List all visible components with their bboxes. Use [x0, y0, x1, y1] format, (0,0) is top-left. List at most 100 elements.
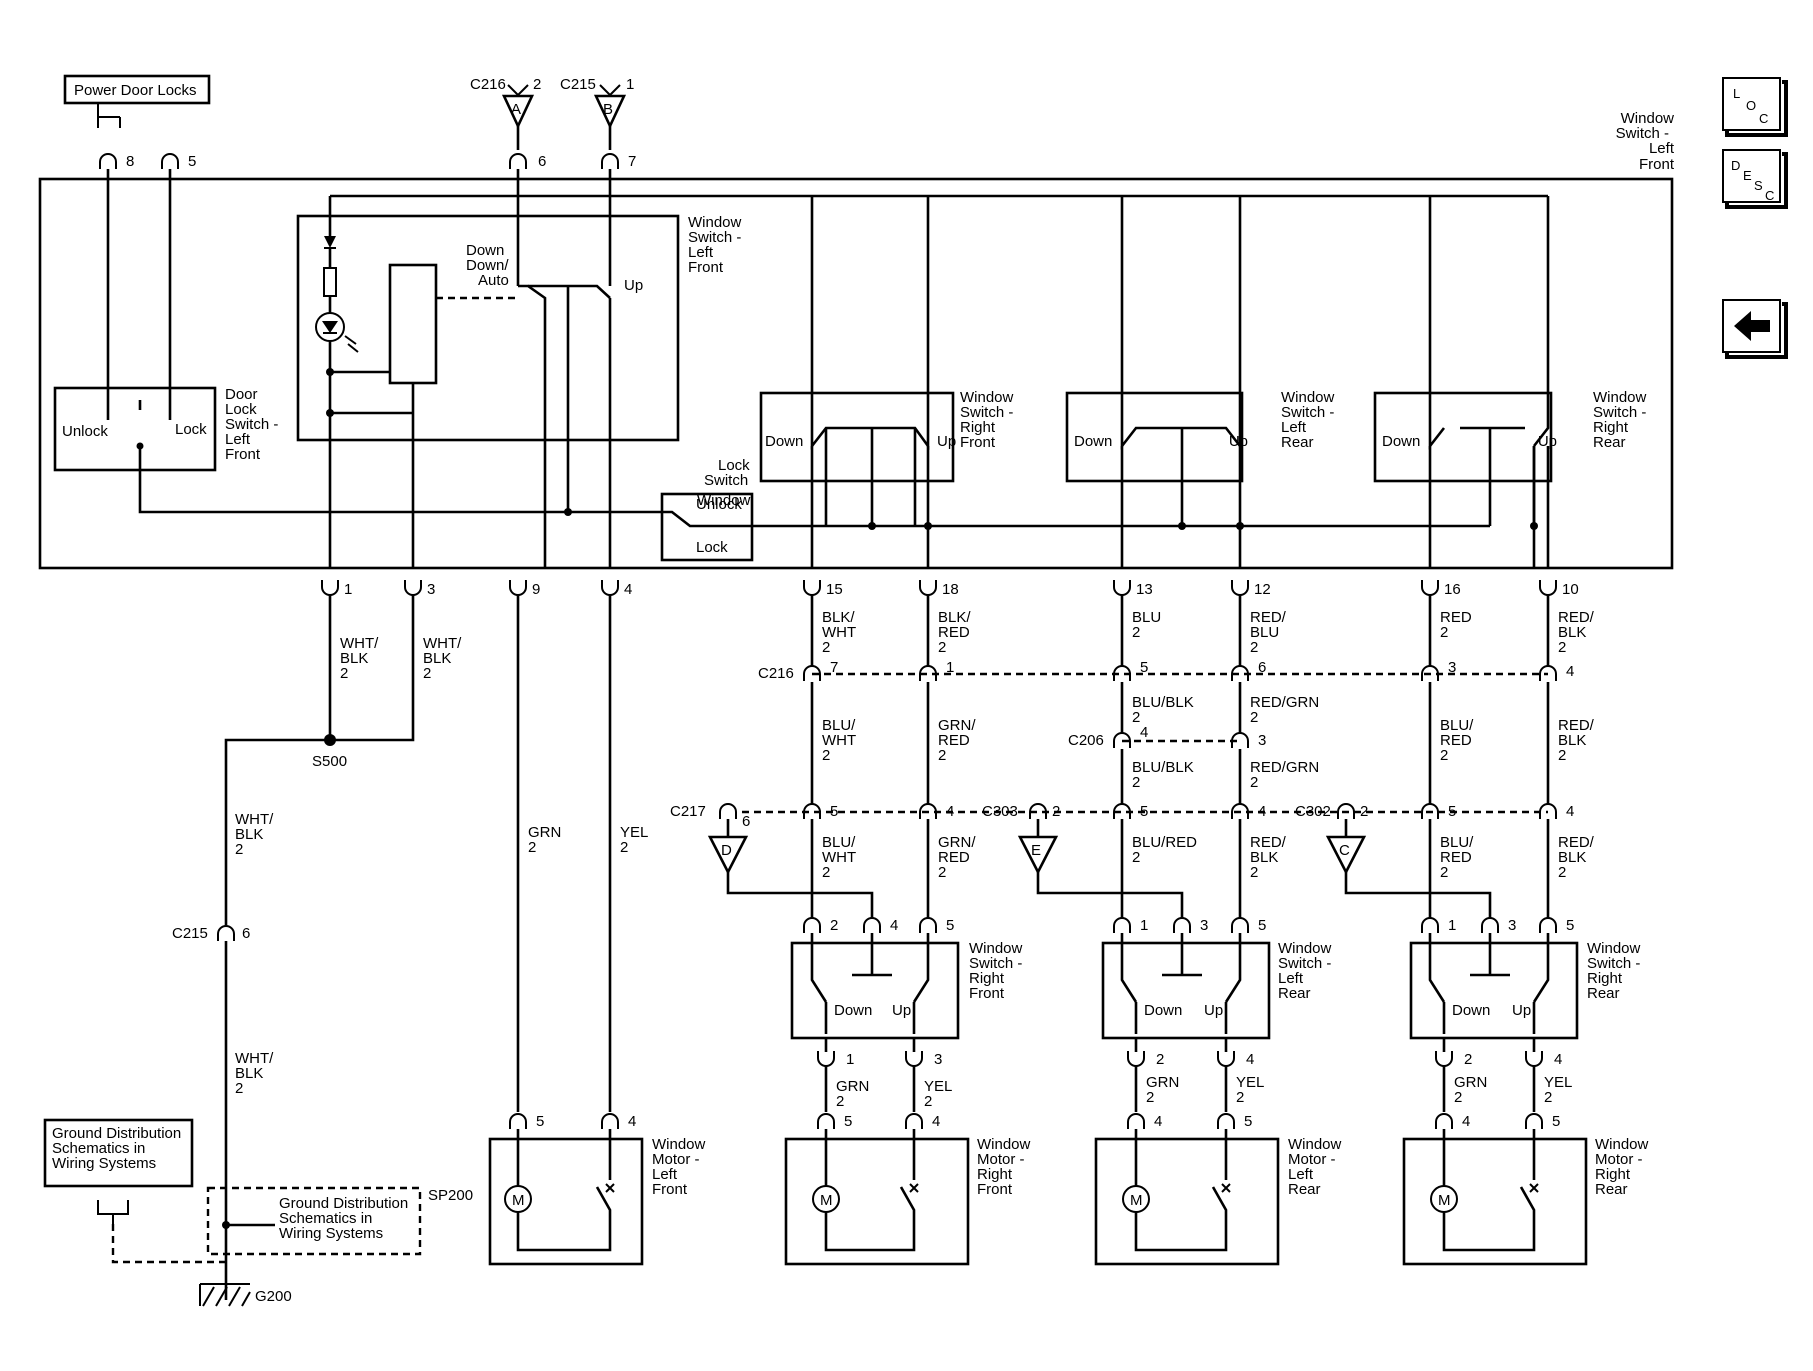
schematic-label: 3	[1448, 659, 1456, 676]
schematic-label: 5	[536, 1113, 544, 1130]
loc-button[interactable]: L O C	[1722, 77, 1788, 137]
schematic-label: M	[1130, 1192, 1143, 1209]
ref-bracket	[97, 103, 121, 128]
schematic-label: BLU/	[1440, 834, 1474, 851]
schematic-label: 4	[1246, 1051, 1254, 1068]
schematic-label: 2	[822, 639, 830, 656]
schematic-label: 2	[1132, 774, 1140, 791]
schematic-label: WHT/	[340, 635, 379, 652]
schematic-label: 4	[890, 917, 898, 934]
schematic-label: Switch -	[1281, 404, 1334, 421]
schematic-label: Left	[688, 244, 714, 261]
schematic-label: 5	[1244, 1113, 1252, 1130]
schematic-label: Front	[652, 1181, 688, 1198]
express-module	[388, 263, 438, 385]
schematic-label: WHT/	[423, 635, 462, 652]
back-arrow-icon	[1734, 311, 1770, 341]
schematic-label: 4	[1566, 663, 1574, 680]
schematic-label: Left	[1281, 419, 1307, 436]
schematic-label: C302	[1295, 803, 1331, 820]
schematic-label: 1	[846, 1051, 854, 1068]
schematic-label: BLK	[235, 1065, 263, 1082]
schematic-label: Motor -	[977, 1151, 1025, 1168]
schematic-label: Switch -	[969, 955, 1022, 972]
schematic-label: 3	[934, 1051, 942, 1068]
schematic-label: Front	[225, 446, 261, 463]
schematic-label: 2	[1454, 1089, 1462, 1106]
schematic-label: 2	[1558, 639, 1566, 656]
schematic-label: Right	[960, 419, 996, 436]
schematic-label: Door	[225, 386, 258, 403]
schematic-label: 2	[938, 864, 946, 881]
schematic-label: 5	[1140, 659, 1148, 676]
connector-c	[1325, 819, 1367, 875]
schematic-label: BLU/BLK	[1132, 694, 1194, 711]
schematic-label: E	[1031, 842, 1041, 859]
schematic-label: 2	[822, 747, 830, 764]
door-lock-switch-lf	[53, 386, 217, 472]
schematic-label: C	[1765, 188, 1774, 203]
schematic-label: 1	[1448, 917, 1456, 934]
schematic-label: Window	[977, 1136, 1031, 1153]
schematic-label: 3	[427, 581, 435, 598]
schematic-label: 1	[626, 76, 634, 93]
schematic-label: M	[820, 1192, 833, 1209]
schematic-label: Switch	[704, 472, 748, 489]
schematic-label: Up	[1512, 1002, 1531, 1019]
schematic-label: 4	[1258, 803, 1266, 820]
schematic-label: Down	[765, 433, 803, 450]
diode-icon	[324, 236, 336, 248]
window-switch-rr	[1409, 941, 1579, 1040]
schematic-label: WHT/	[235, 1050, 274, 1067]
connector-d	[707, 819, 749, 875]
schematic-label: 6	[1258, 659, 1266, 676]
schematic-label: Left	[652, 1166, 678, 1183]
schematic-label: 5	[946, 917, 954, 934]
back-arrow-button[interactable]	[1722, 299, 1788, 359]
schematic-label: Down	[1452, 1002, 1490, 1019]
schematic-label: 2	[822, 864, 830, 881]
schematic-label: Left	[225, 431, 251, 448]
schematic-label: RED/	[1250, 834, 1287, 851]
schematic-label: RED/GRN	[1250, 759, 1319, 776]
schematic-label: Front	[688, 259, 724, 276]
schematic-label: Window	[1621, 110, 1675, 127]
schematic-label: Unlock	[62, 423, 108, 440]
schematic-label: YEL	[1544, 1074, 1572, 1091]
schematic-label: 3	[1258, 732, 1266, 749]
schematic-label: 4	[624, 581, 632, 598]
schematic-label: Down	[1144, 1002, 1182, 1019]
schematic-label: Motor -	[652, 1151, 700, 1168]
schematic-label: 4	[1140, 724, 1148, 741]
schematic-label: Ground Distribution	[52, 1125, 181, 1142]
schematic-label: 7	[628, 153, 636, 170]
schematic-label: BLK	[235, 826, 263, 843]
power-door-locks-ref[interactable]: Power Door Locks	[63, 74, 211, 105]
schematic-label: Window	[652, 1136, 706, 1153]
led-icon	[315, 312, 345, 342]
schematic-label: 6	[538, 153, 546, 170]
schematic-label: 4	[932, 1113, 940, 1130]
schematic-label: BLU	[1132, 609, 1161, 626]
schematic-label: BLK	[340, 650, 368, 667]
desc-button[interactable]: D E S C	[1722, 149, 1788, 209]
schematic-label: WHT	[822, 732, 856, 749]
schematic-label: 13	[1136, 581, 1153, 598]
schematic-label: Switch -	[1593, 404, 1646, 421]
schematic-label: 5	[1448, 803, 1456, 820]
schematic-label: Right	[977, 1166, 1013, 1183]
schematic-label: 3	[1200, 917, 1208, 934]
schematic-label: Switch -	[688, 229, 741, 246]
schematic-label: Rear	[1281, 434, 1314, 451]
schematic-label: D	[1731, 158, 1740, 173]
schematic-label: 2	[1156, 1051, 1164, 1068]
schematic-label: Left	[1649, 140, 1675, 157]
schematic-label: G200	[255, 1288, 292, 1305]
schematic-label: 4	[1154, 1113, 1162, 1130]
schematic-label: Lock	[718, 457, 750, 474]
window-motor-rf	[784, 1137, 970, 1266]
window-motor-lf	[488, 1137, 644, 1266]
connector-b	[593, 94, 627, 130]
schematic-label: 2	[1132, 849, 1140, 866]
